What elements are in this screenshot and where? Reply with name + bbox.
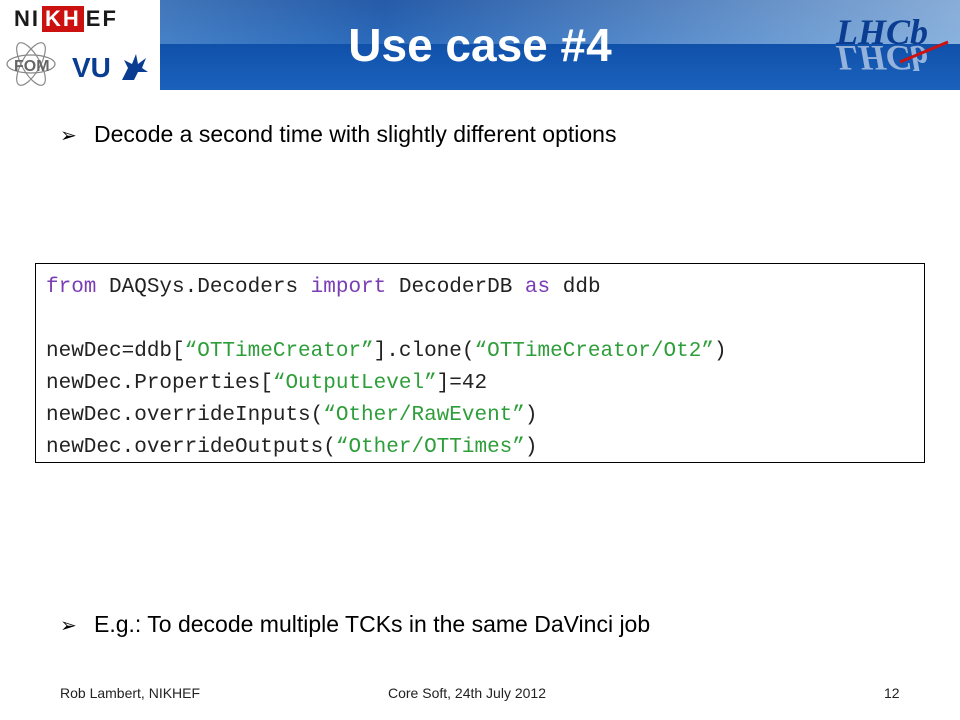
- code-line: newDec.Properties[“OutputLevel”]=42: [46, 372, 488, 395]
- header-highlight: [0, 0, 960, 44]
- bullet-text: E.g.: To decode multiple TCKs in the sam…: [94, 611, 651, 637]
- arrow-bullet-icon: ➢: [60, 613, 77, 637]
- bullet-text: Decode a second time with slightly diffe…: [94, 121, 617, 147]
- lhcb-logo-text: LHCb: [835, 12, 928, 52]
- fom-logo: FOM: [14, 58, 50, 75]
- code-line: newDec.overrideOutputs(“Other/OTTimes”): [46, 436, 538, 459]
- slide-title: Use case #4: [348, 19, 612, 71]
- vu-logo: VU: [72, 52, 111, 83]
- bullet-item: ➢ Decode a second time with slightly diff…: [60, 121, 616, 148]
- code-block: from DAQSys.Decoders import DecoderDB as…: [35, 263, 925, 463]
- arrow-bullet-icon: ➢: [60, 123, 77, 147]
- code-line: newDec=ddb[“OTTimeCreator”].clone(“OTTim…: [46, 340, 727, 363]
- atom-icon: [6, 42, 56, 86]
- code-blank-line: [46, 304, 914, 336]
- nikhef-logo-box: KH: [42, 6, 84, 32]
- footer-author: Rob Lambert, NIKHEF: [60, 685, 201, 701]
- bullet-item: ➢ E.g.: To decode multiple TCKs in the sa…: [60, 611, 650, 638]
- lhcb-logo-reflection: LHCb: [835, 38, 928, 78]
- lhcb-logo: LHCb LHCb: [835, 12, 949, 78]
- footer-event: Core Soft, 24th July 2012: [388, 685, 546, 701]
- code-line: from DAQSys.Decoders import DecoderDB as…: [46, 276, 601, 299]
- griffin-icon: [122, 54, 148, 80]
- footer-page-number: 12: [884, 685, 900, 701]
- code-line: newDec.overrideInputs(“Other/RawEvent”): [46, 404, 538, 427]
